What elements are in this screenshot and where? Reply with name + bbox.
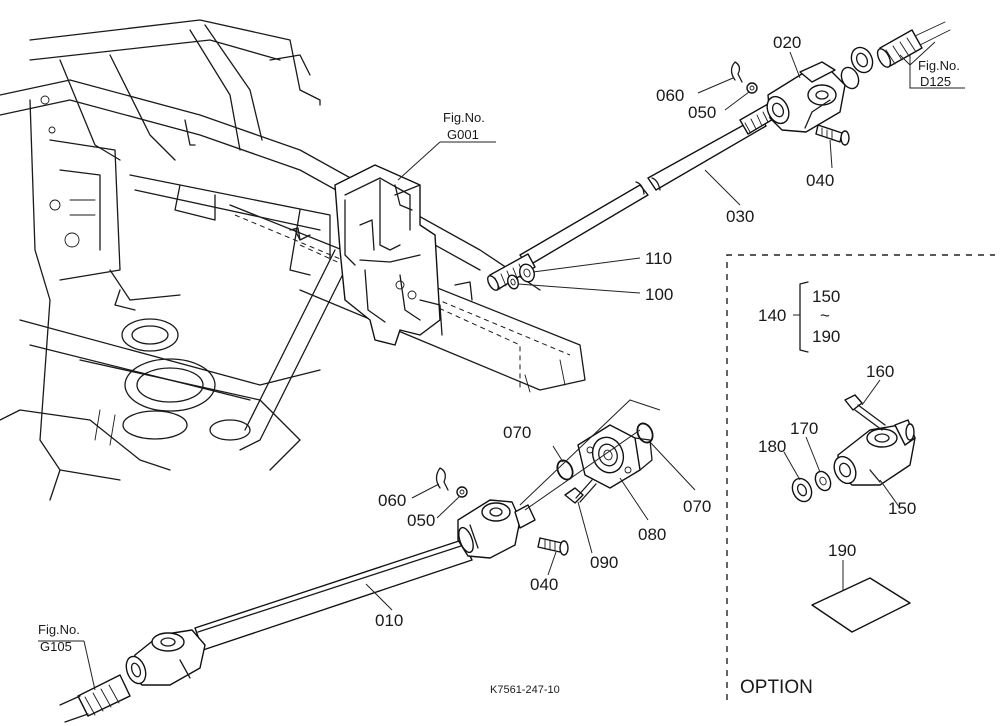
washer-050-top: [746, 82, 758, 94]
option-seal-170: [814, 470, 832, 492]
part-label-070-left: 070: [503, 423, 531, 442]
part-label-090: 090: [590, 553, 618, 572]
part-label-060-top: 060: [656, 86, 684, 105]
centerline-lower: [524, 429, 641, 511]
fig-ref-g001-line1: Fig.No.: [443, 110, 485, 125]
option-bracket-140: [793, 281, 809, 353]
washer-050-bottom: [456, 486, 468, 498]
option-boundary: [726, 254, 995, 700]
washer-100: [507, 274, 519, 290]
splined-shaft-d125: [876, 21, 951, 68]
seal-d125-side: [850, 46, 874, 74]
universal-joint-lower-of-010: [125, 629, 206, 686]
seal-110: [519, 263, 535, 283]
part-label-110: 110: [645, 249, 672, 268]
fig-ref-d125-line2: D125: [920, 74, 951, 89]
drawing-code: K7561-247-10: [490, 684, 560, 696]
universal-joint-upper-of-010: [457, 499, 536, 559]
chassis-frame: [0, 19, 586, 501]
part-label-050-top: 050: [688, 103, 716, 122]
circlip-070-right: [636, 422, 654, 444]
bolt-040-bottom: [537, 537, 569, 556]
part-label-040-top: 040: [806, 171, 834, 190]
part-label-010: 010: [375, 611, 403, 630]
part-label-190-range-end: 190: [812, 327, 840, 346]
assembly-bracket-outline: [519, 399, 661, 506]
fig-ref-g105-line2: G105: [40, 639, 72, 654]
shaft-030: [487, 103, 776, 291]
split-pin-060-bottom: [435, 467, 449, 491]
part-label-080: 080: [638, 525, 666, 544]
splined-shaft-g105: [59, 674, 131, 723]
fig-ref-g105-line1: Fig.No.: [38, 622, 80, 637]
bearing-flange-080: [577, 424, 653, 489]
option-label: OPTION: [740, 677, 813, 698]
shaft-010: [194, 539, 473, 651]
part-label-020: 020: [773, 33, 801, 52]
part-label-range-tilde: ~: [820, 306, 830, 325]
part-label-040-bottom: 040: [530, 575, 558, 594]
part-label-190: 190: [828, 541, 856, 560]
option-instruction-sheet-190: [811, 577, 911, 633]
part-label-070-right: 070: [683, 497, 711, 516]
part-label-150-range-start: 150: [812, 287, 840, 306]
part-label-140: 140: [758, 306, 786, 325]
part-label-050-bottom: 050: [407, 511, 435, 530]
universal-joint-020: [766, 61, 860, 133]
bolt-040-top: [815, 124, 850, 146]
part-label-180: 180: [758, 437, 786, 456]
part-label-160: 160: [866, 362, 894, 381]
fig-ref-d125-line1: Fig.No.: [918, 58, 960, 73]
bolt-090: [564, 479, 597, 504]
part-label-150: 150: [888, 499, 916, 518]
option-seal-180: [791, 477, 813, 503]
leader-lines: [38, 41, 965, 691]
part-label-060-bottom: 060: [378, 491, 406, 510]
part-label-170: 170: [790, 419, 818, 438]
steering-post-bracket: [334, 164, 443, 346]
fig-ref-g001-line2: G001: [447, 127, 479, 142]
part-label-100: 100: [645, 285, 673, 304]
split-pin-060-top: [730, 61, 743, 83]
option-bolt-160: [844, 394, 886, 431]
part-label-030: 030: [726, 207, 754, 226]
option-universal-joint-150: [833, 419, 916, 486]
